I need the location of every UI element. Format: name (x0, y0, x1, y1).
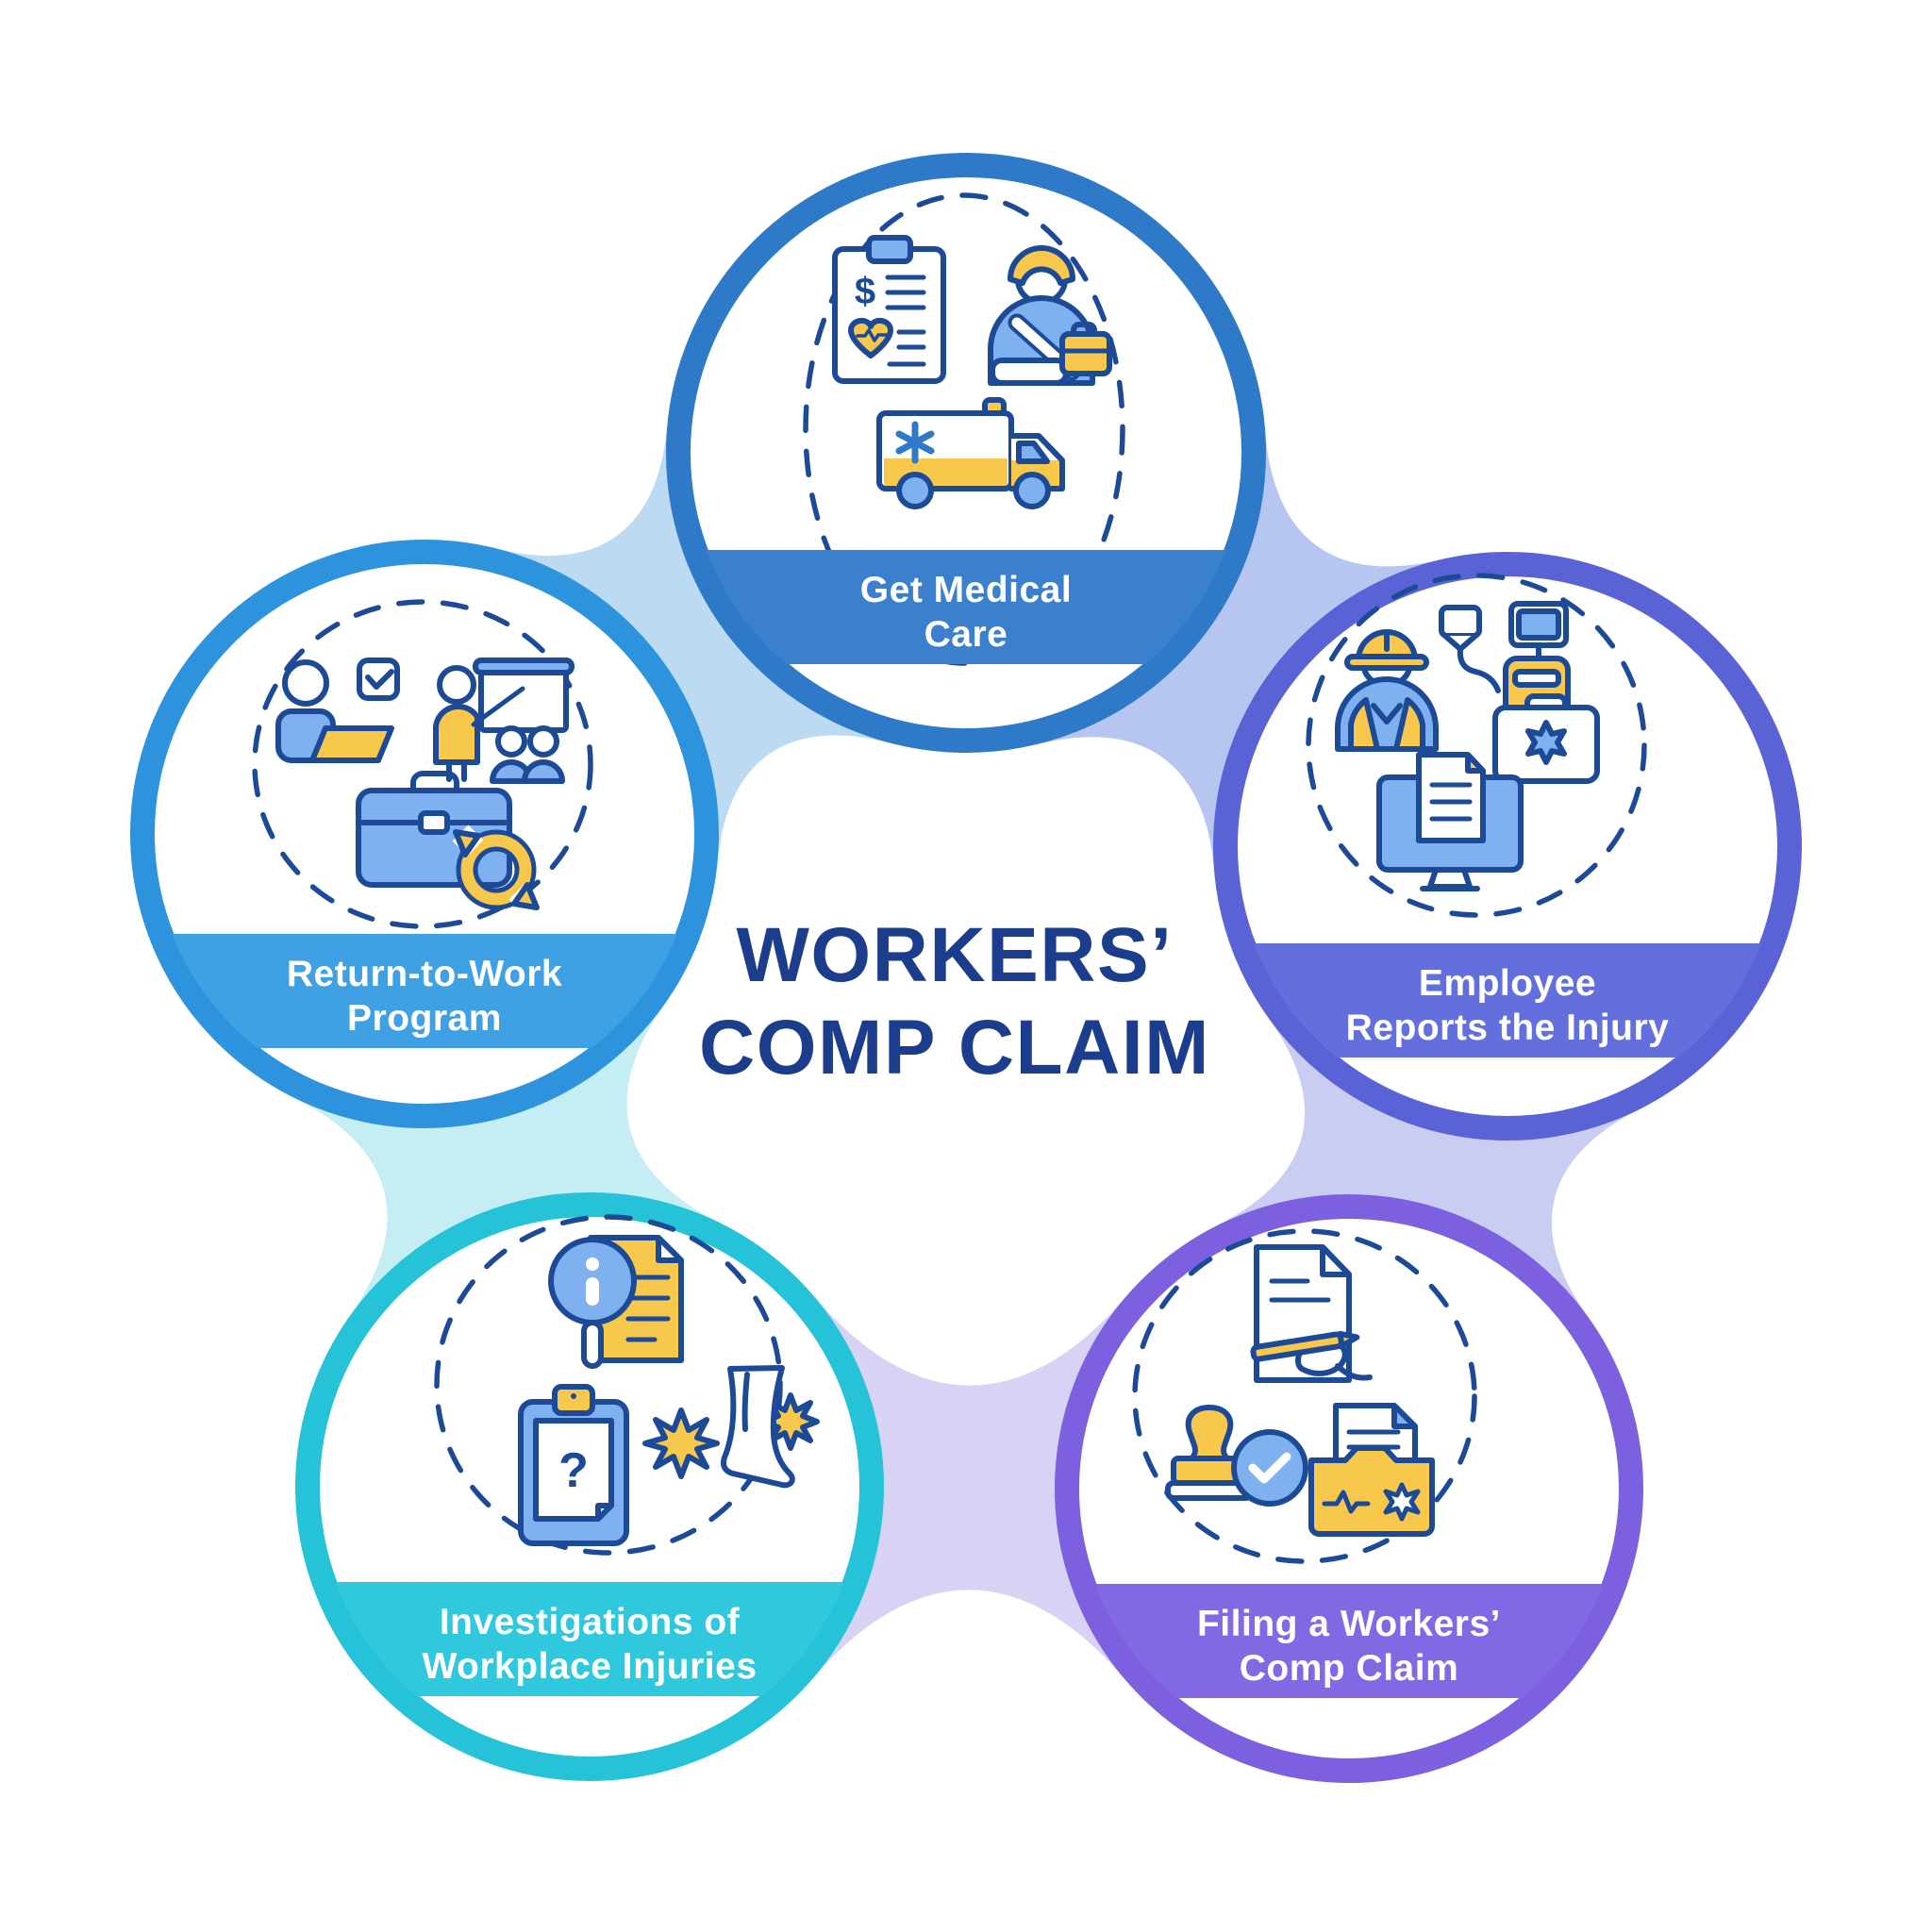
step-label-line1: Employee (1419, 963, 1596, 1004)
step-label-line1: Get Medical (860, 570, 1072, 610)
injured-worker-icon (988, 245, 1112, 386)
injured-leg-icon (642, 1365, 820, 1489)
step-label-line1: Return-to-Work (287, 954, 562, 994)
construction-worker-icon (1335, 629, 1439, 752)
connector-get-medical-care--return-to-work-program (496, 425, 891, 863)
step-circle-employee-reports-the-injury: Employee Reports the Injury (1213, 552, 1802, 1141)
step-band (1236, 943, 1779, 1058)
step-circle-investigations-of-workplace-injuries: ? Investigations of Workplace Injuries (295, 1192, 884, 1781)
connector-get-medical-care--employee-reports-the-injury (1037, 430, 1441, 871)
center-title: WORKERS’ COMP CLAIM (699, 912, 1210, 1091)
step-band (318, 1582, 861, 1696)
employee-checklist-icon (275, 658, 400, 763)
medical-bill-clipboard-icon: $ (832, 235, 946, 384)
step-band (1077, 1584, 1621, 1698)
step-label-line2: Care (924, 614, 1008, 655)
step-label-line2: Comp Claim (1240, 1648, 1459, 1689)
dollar-glyph: $ (855, 271, 875, 312)
dashed-icon-circle (1306, 573, 1647, 918)
document-inspection-icon (548, 1235, 684, 1369)
step-band (153, 934, 696, 1048)
step-label-line2: Reports the Injury (1346, 1008, 1670, 1048)
question-clipboard-icon: ? (518, 1384, 629, 1546)
computer-report-icon (1376, 752, 1524, 891)
title-line1: WORKERS’ (737, 912, 1174, 998)
question-glyph: ? (558, 1443, 589, 1498)
step-circle-filing-a-workers-comp-claim: Filing a Workers’ Comp Claim (1055, 1194, 1643, 1783)
connector-filing-a-workers-comp-claim--investigations-of-workplace-injuries (812, 1296, 1126, 1679)
approval-stamp-icon (1165, 1405, 1308, 1507)
step-label-line2: Workplace Injuries (422, 1646, 757, 1687)
step-circle-get-medical-care: $ (666, 153, 1266, 753)
step-label-line2: Program (347, 998, 502, 1039)
job-renewal-briefcase-icon (356, 771, 541, 915)
step-label-line1: Investigations of (440, 1602, 741, 1642)
medical-records-folder-icon (1308, 1403, 1435, 1537)
ambulance-icon (876, 397, 1065, 509)
title-line2: COMP CLAIM (699, 1005, 1210, 1091)
first-aid-kit-icon (1492, 693, 1600, 784)
dashed-icon-circle (252, 599, 593, 929)
dashed-icon-circle (1132, 1228, 1477, 1564)
step-label-line1: Filing a Workers’ (1197, 1604, 1501, 1644)
step-band (689, 550, 1243, 664)
signing-document-icon (1250, 1244, 1373, 1383)
step-circle-return-to-work-program: Return-to-Work Program (130, 540, 719, 1128)
training-presentation-icon (433, 658, 575, 784)
